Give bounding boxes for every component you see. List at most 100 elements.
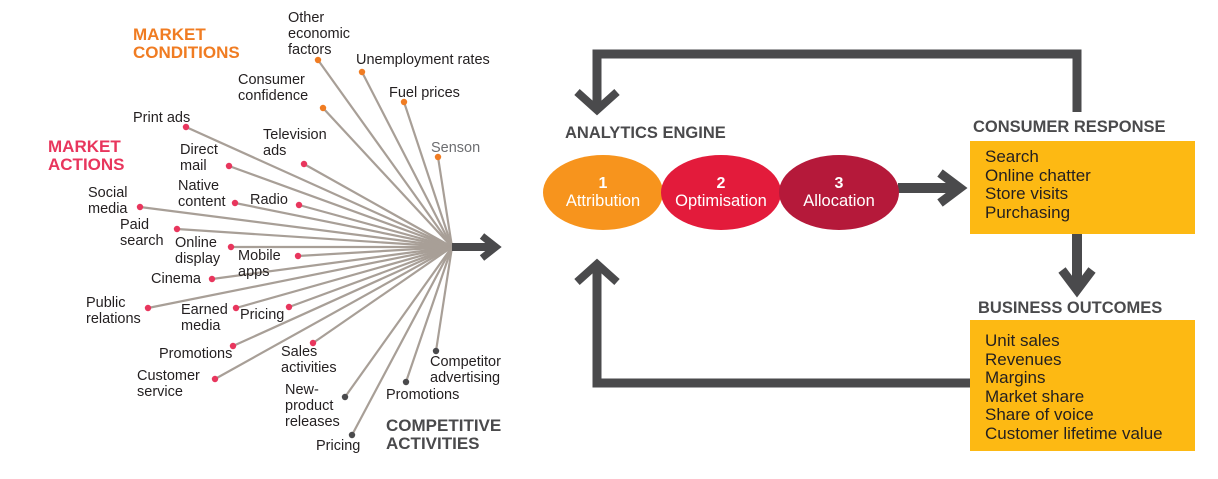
fan-dot-market-actions-7 bbox=[227, 243, 235, 251]
fan-dot-market-actions-15 bbox=[309, 339, 317, 347]
step-name: Allocation bbox=[803, 192, 875, 210]
fan-output-arrow bbox=[452, 233, 502, 261]
fan-dot-competitive-activities-2 bbox=[402, 378, 410, 386]
fan-dot-market-actions-10 bbox=[144, 304, 152, 312]
business-item: Unit sales bbox=[985, 331, 1060, 350]
fan-dot-competitive-activities-1 bbox=[348, 431, 356, 439]
step-allocation: 3 Allocation bbox=[779, 155, 899, 230]
fan-dot-market-actions-4 bbox=[295, 201, 303, 209]
fan-line-competitive-activities-3 bbox=[434, 246, 454, 352]
fan-lines bbox=[139, 59, 454, 436]
fan-line-market-actions-6 bbox=[176, 227, 453, 249]
fan-dot-market-actions-1 bbox=[225, 162, 233, 170]
fan-dot-market-conditions-2 bbox=[319, 104, 327, 112]
consumer-response-box: Search Online chatter Store visits Purch… bbox=[970, 141, 1195, 234]
label-public-relations: Public relations bbox=[86, 295, 141, 327]
fan-dot-market-actions-5 bbox=[136, 203, 144, 211]
fan-dot-market-actions-13 bbox=[229, 342, 237, 350]
label-earned-media: Earned media bbox=[181, 302, 228, 334]
label-online-display: Online display bbox=[175, 235, 221, 267]
fan-dot-market-actions-0 bbox=[182, 123, 190, 131]
step-optimisation: 2 Optimisation bbox=[661, 155, 781, 230]
fan-line-market-actions-4 bbox=[298, 203, 453, 249]
label-radio: Radio bbox=[250, 192, 288, 208]
label-social-media: Social media bbox=[88, 185, 128, 217]
feedback-bottom-arrow bbox=[574, 258, 970, 388]
fan-line-market-conditions-3 bbox=[402, 101, 454, 248]
fan-line-market-actions-14 bbox=[214, 246, 453, 380]
fan-dot-market-conditions-3 bbox=[400, 98, 408, 106]
market-conditions-heading: MARKET CONDITIONS bbox=[133, 25, 240, 62]
label-pricing-competitive: Pricing bbox=[316, 438, 361, 454]
label-native-content: Native content bbox=[178, 178, 226, 210]
fan-dot-market-conditions-1 bbox=[358, 68, 366, 76]
fan-dot-competitive-activities-0 bbox=[341, 393, 349, 401]
fan-line-market-actions-13 bbox=[232, 245, 453, 348]
fan-dot-market-actions-12 bbox=[285, 303, 293, 311]
fan-line-market-actions-10 bbox=[147, 245, 453, 310]
label-customer-service: Customer service bbox=[137, 368, 200, 400]
fan-line-market-actions-5 bbox=[139, 205, 453, 249]
consumer-response-title: CONSUMER RESPONSE bbox=[973, 118, 1166, 136]
analytics-engine-title: ANALYTICS ENGINE bbox=[565, 124, 726, 142]
fan-line-competitive-activities-0 bbox=[344, 246, 453, 398]
fan-dot-market-actions-3 bbox=[231, 199, 239, 207]
fan-line-market-actions-9 bbox=[211, 245, 453, 281]
business-item: Customer lifetime value bbox=[985, 423, 1163, 443]
consumer-item: Search bbox=[985, 147, 1039, 166]
fan-line-market-actions-2 bbox=[303, 163, 453, 248]
fan-dot-market-actions-6 bbox=[173, 225, 181, 233]
label-promotions-competitive: Promotions bbox=[386, 387, 460, 403]
fan-dot-market-actions-8 bbox=[294, 252, 302, 260]
label-mobile-apps: Mobile apps bbox=[238, 248, 281, 280]
label-fuel-prices: Fuel prices bbox=[389, 85, 460, 101]
fan-dot-market-actions-14 bbox=[211, 375, 219, 383]
label-pricing-action: Pricing bbox=[240, 307, 285, 323]
label-direct-mail: Direct mail bbox=[180, 142, 218, 174]
consumer-item: Purchasing bbox=[985, 202, 1071, 222]
market-actions-heading: MARKET ACTIONS bbox=[48, 137, 125, 174]
fan-dot-market-conditions-0 bbox=[314, 56, 322, 64]
label-print-ads: Print ads bbox=[133, 110, 191, 126]
fan-line-competitive-activities-2 bbox=[404, 246, 454, 383]
label-unemployment-rates: Unemployment rates bbox=[356, 52, 490, 68]
consumer-item: Store visits bbox=[985, 184, 1069, 203]
fan-line-market-actions-15 bbox=[312, 246, 453, 344]
step-number: 2 bbox=[716, 175, 726, 192]
label-other-economic-factors: Other economic factors bbox=[288, 10, 351, 58]
fan-line-market-conditions-4 bbox=[436, 156, 454, 248]
consumer-to-business-arrow bbox=[1058, 234, 1096, 298]
label-television-ads: Television ads bbox=[263, 127, 327, 159]
consumer-item: Online chatter bbox=[985, 165, 1091, 185]
label-promotions-action: Promotions bbox=[159, 346, 233, 362]
label-new-product-releases: New- product releases bbox=[285, 382, 340, 430]
business-item: Share of voice bbox=[985, 405, 1094, 424]
fan-line-market-actions-8 bbox=[297, 245, 453, 258]
label-sales-activities: Sales activities bbox=[281, 344, 337, 376]
fan-dot-market-actions-9 bbox=[208, 275, 216, 283]
feedback-top-arrow bbox=[574, 49, 1082, 116]
step-number: 1 bbox=[598, 175, 608, 192]
fan-dots bbox=[136, 56, 442, 439]
fan-line-market-actions-0 bbox=[185, 125, 453, 249]
engine-to-consumer-arrow bbox=[898, 169, 968, 207]
label-competitor-advertising: Competitor advertising bbox=[430, 354, 501, 386]
step-name: Optimisation bbox=[675, 192, 767, 210]
fan-line-market-actions-11 bbox=[235, 245, 453, 310]
competitive-activities-heading: COMPETITIVE ACTIVITIES bbox=[386, 416, 502, 453]
fan-line-market-conditions-0 bbox=[317, 59, 453, 248]
fan-line-market-actions-3 bbox=[234, 201, 453, 249]
fan-line-market-actions-12 bbox=[288, 245, 453, 309]
label-senson: Senson bbox=[431, 140, 481, 156]
fan-dot-competitive-activities-3 bbox=[432, 347, 440, 355]
fan-line-market-actions-1 bbox=[228, 164, 453, 249]
fan-line-competitive-activities-1 bbox=[351, 246, 453, 436]
step-name: Attribution bbox=[565, 192, 641, 210]
business-item: Market share bbox=[985, 386, 1085, 406]
label-consumer-confidence: Consumer confidence bbox=[238, 72, 309, 104]
fan-dot-market-actions-2 bbox=[300, 160, 308, 168]
business-outcomes-title: BUSINESS OUTCOMES bbox=[978, 299, 1163, 317]
business-item: Revenues bbox=[985, 349, 1062, 369]
business-outcomes-box: Unit sales Revenues Margins Market share… bbox=[970, 320, 1195, 451]
